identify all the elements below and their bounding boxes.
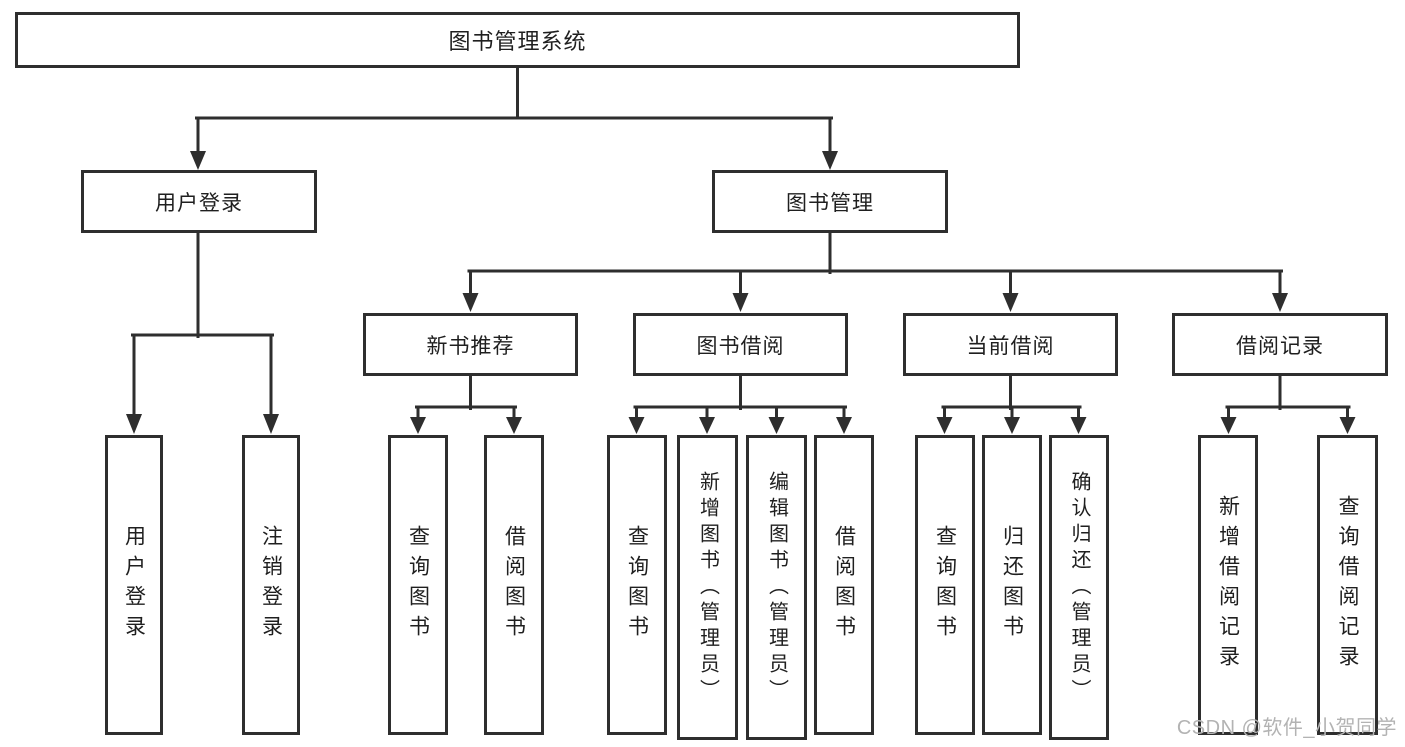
node-label: 编辑图书（管理员）: [765, 470, 788, 705]
node-label: 图书借阅: [696, 334, 785, 358]
leaf-user-login: 用户登录: [105, 435, 163, 735]
node-label: 查询借阅记录: [1336, 495, 1359, 675]
node-label: 新增借阅记录: [1216, 495, 1240, 675]
leaf-add-books-admin: 新增图书（管理员）: [677, 435, 738, 740]
node-label: 当前借阅: [966, 334, 1055, 358]
node-label: 确认归还（管理员）: [1068, 470, 1090, 705]
node-label: 借阅记录: [1236, 334, 1324, 358]
leaf-add-borrow-record: 新增借阅记录: [1198, 435, 1258, 735]
leaf-query-books-1: 查询图书: [388, 435, 448, 735]
node-label: 图书管理系统: [448, 29, 587, 54]
node-label: 借阅图书: [502, 525, 526, 645]
leaf-borrow-books-1: 借阅图书: [484, 435, 544, 735]
leaf-logout: 注销登录: [242, 435, 300, 735]
node-book-management: 图书管理: [712, 170, 948, 233]
node-label: 注销登录: [259, 525, 283, 645]
leaf-return-books: 归还图书: [982, 435, 1042, 735]
node-label: 借阅图书: [832, 525, 856, 645]
node-current-borrow: 当前借阅: [903, 313, 1118, 376]
leaf-query-books-3: 查询图书: [915, 435, 975, 735]
node-book-borrow: 图书借阅: [633, 313, 848, 376]
leaf-query-books-2: 查询图书: [607, 435, 667, 735]
node-library-management-system: 图书管理系统: [15, 12, 1020, 68]
node-label: 用户登录: [155, 191, 243, 215]
leaf-confirm-return-admin: 确认归还（管理员）: [1049, 435, 1109, 740]
node-user-login: 用户登录: [81, 170, 317, 233]
leaf-borrow-books-2: 借阅图书: [814, 435, 874, 735]
node-label: 图书管理: [786, 191, 874, 215]
node-label: 归还图书: [1000, 525, 1024, 645]
node-new-book-recommend: 新书推荐: [363, 313, 578, 376]
node-label: 查询图书: [625, 525, 649, 645]
leaf-query-borrow-record: 查询借阅记录: [1317, 435, 1378, 735]
node-borrow-records: 借阅记录: [1172, 313, 1388, 376]
node-label: 查询图书: [933, 525, 957, 645]
node-label: 用户登录: [122, 525, 146, 645]
node-label: 新书推荐: [426, 334, 515, 358]
leaf-edit-books-admin: 编辑图书（管理员）: [746, 435, 807, 740]
node-label: 查询图书: [406, 525, 430, 645]
csdn-watermark: CSDN @软件_小贺同学: [1176, 717, 1397, 739]
node-label: 新增图书（管理员）: [696, 470, 719, 705]
